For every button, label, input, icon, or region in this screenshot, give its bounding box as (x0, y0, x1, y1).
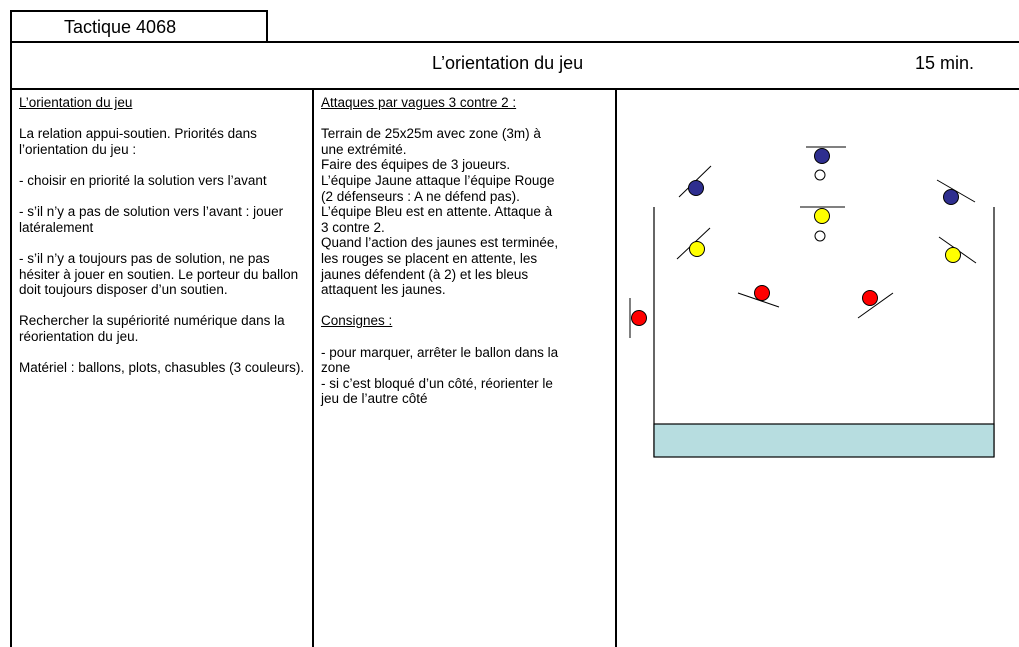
ball (814, 230, 826, 242)
blue-player (943, 189, 959, 205)
consigne-line: - si c’est bloqué d’un côté, réorienter … (321, 375, 553, 391)
column-divider-1 (312, 90, 314, 647)
yellow-player (814, 208, 830, 224)
consigne-line: zone (321, 360, 351, 376)
blue-player (688, 180, 704, 196)
left-heading: L’orientation du jeu (19, 95, 133, 110)
consigne-1: - pour marquer, arrêter le ballon dans l… (321, 345, 611, 376)
ball (814, 169, 826, 181)
duration-label: 15 min. (915, 53, 975, 73)
left-paragraph-6: Matériel : ballons, plots, chasubles (3 … (19, 360, 305, 376)
tactic-tab: Tactique 4068 (10, 10, 268, 41)
description-line: Terrain de 25x25m avec zone (3m) à (321, 126, 541, 142)
header-row: L’orientation du jeu 15 min. (10, 43, 1019, 88)
red-player (631, 310, 647, 326)
left-paragraph-2: - choisir en priorité la solution vers l… (19, 172, 267, 188)
header-divider (10, 88, 1019, 90)
red-player-stick (857, 292, 894, 319)
description-line: 3 contre 2. (321, 219, 385, 235)
left-border (10, 90, 12, 647)
description-line: Faire des équipes de 3 joueurs. (321, 157, 511, 173)
consigne-line: - pour marquer, arrêter le ballon dans l… (321, 344, 559, 360)
column-divider-2 (615, 90, 617, 647)
tactic-label: Tactique 4068 (64, 17, 177, 37)
page-title: L’orientation du jeu (432, 53, 584, 73)
description-line: L’équipe Jaune attaque l’équipe Rouge (321, 172, 555, 188)
description-line: Quand l’action des jaunes est terminée, (321, 235, 559, 251)
middle-column: Attaques par vagues 3 contre 2 : Terrain… (321, 95, 611, 407)
description-line: les rouges se placent en attente, les (321, 250, 538, 266)
blue-player (814, 148, 830, 164)
left-paragraph-1: La relation appui-soutien. Priorités dan… (19, 126, 257, 157)
description-line: une extrémité. (321, 141, 407, 157)
left-paragraph-4: - s’il n’y a toujours pas de solution, n… (19, 250, 299, 298)
left-column: L’orientation du jeu La relation appui-s… (19, 95, 307, 391)
description-line: L’équipe Bleu est en attente. Attaque à (321, 204, 553, 220)
description-line: jaunes défendent (à 2) et les bleus (321, 266, 529, 282)
middle-heading: Attaques par vagues 3 contre 2 : (321, 95, 517, 110)
red-player (862, 290, 878, 306)
top-border (10, 41, 1019, 43)
description-line: (2 défenseurs : A ne défend pas). (321, 188, 520, 204)
scoring-zone (653, 423, 995, 458)
yellow-player (689, 241, 705, 257)
yellow-player (945, 247, 961, 263)
left-paragraph-5: Rechercher la supériorité numérique dans… (19, 313, 285, 344)
consignes-heading: Consignes : (321, 313, 393, 329)
left-paragraph-3: - s’il n’y a pas de solution vers l’avan… (19, 204, 284, 235)
red-player (754, 285, 770, 301)
consigne-2: - si c’est bloqué d’un côté, réorienter … (321, 376, 611, 407)
exercise-description: Terrain de 25x25m avec zone (3m) à une e… (321, 126, 611, 298)
description-line: attaquent les jaunes. (321, 282, 446, 298)
consigne-line: jeu de l’autre côté (321, 391, 428, 407)
